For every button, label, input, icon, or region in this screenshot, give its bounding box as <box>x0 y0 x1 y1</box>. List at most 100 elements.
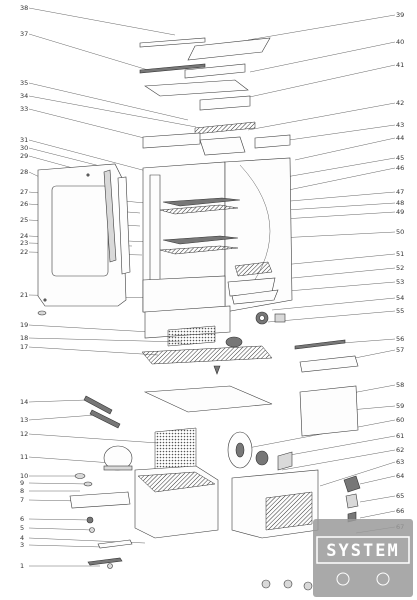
part-label-17: 17 <box>20 343 28 351</box>
part-label-55: 55 <box>396 307 404 315</box>
part-label-18: 18 <box>20 334 28 342</box>
shelf-part-22 <box>159 245 239 255</box>
part-label-44: 44 <box>396 134 404 142</box>
leader-line-37 <box>28 33 149 71</box>
part-label-21: 21 <box>20 291 28 299</box>
leader-line-65 <box>359 495 396 503</box>
glass-part-30 <box>117 176 131 275</box>
motor-part-61 <box>255 450 269 466</box>
leader-line-13 <box>28 414 96 421</box>
part-label-48: 48 <box>396 199 404 207</box>
part-label-19: 19 <box>20 321 28 329</box>
top-plate-part-41 <box>144 79 249 97</box>
part-label-61: 61 <box>396 432 404 440</box>
part-label-25: 25 <box>20 216 28 224</box>
part-label-30: 30 <box>20 144 28 152</box>
light-part-34 <box>194 121 256 135</box>
leader-line-31 <box>28 139 151 173</box>
leader-line-35 <box>28 82 189 121</box>
tube-part-7 <box>69 491 131 509</box>
side-grille <box>137 471 216 493</box>
part-label-29: 29 <box>20 152 28 160</box>
part-label-12: 12 <box>20 430 28 438</box>
panel-part-33 <box>142 132 201 149</box>
part-label-6: 6 <box>20 515 24 523</box>
caster <box>283 579 293 589</box>
leader-line-63 <box>319 461 396 487</box>
bracket-part-55 <box>274 313 286 323</box>
foot-part-1 <box>107 563 113 569</box>
cover-part-53 <box>231 289 279 305</box>
leader-line-12 <box>28 433 159 444</box>
leader-line-30 <box>28 147 109 169</box>
top-plate-part-40 <box>184 63 246 79</box>
logo-gear <box>376 572 390 586</box>
leader-line-17 <box>28 346 159 356</box>
bar-part-13 <box>89 409 121 429</box>
part-label-64: 64 <box>396 472 404 480</box>
leader-line-14 <box>28 399 87 403</box>
part-label-46: 46 <box>396 164 404 172</box>
door-screw <box>86 173 90 177</box>
grille-part-51 <box>234 261 273 277</box>
leader-line-66 <box>359 510 396 519</box>
part-label-59: 59 <box>396 402 404 410</box>
leader-line-56 <box>341 338 396 344</box>
part-number-labels: 3837353433313029282726252423222119181714… <box>20 4 404 570</box>
top-cover-part-38 <box>139 37 206 48</box>
part-label-28: 28 <box>20 168 28 176</box>
part-65 <box>345 493 359 509</box>
part-label-33: 33 <box>20 105 28 113</box>
front-grille <box>265 491 313 531</box>
bar-part-14 <box>83 395 113 415</box>
back-panel-part-21 <box>142 275 226 313</box>
part-label-10: 10 <box>20 472 28 480</box>
part-64 <box>343 475 361 493</box>
rail-part-3 <box>97 539 133 549</box>
leader-line-6 <box>28 518 91 521</box>
side-door-window <box>51 185 109 277</box>
door-screw <box>43 298 47 302</box>
part-label-42: 42 <box>396 99 404 107</box>
shelf-part-27 <box>162 197 241 207</box>
bracket-part-62 <box>277 451 293 471</box>
leader-line-55 <box>267 310 396 323</box>
part-label-22: 22 <box>20 248 28 256</box>
leader-line-41 <box>244 64 396 99</box>
part-label-37: 37 <box>20 30 28 38</box>
part-label-1: 1 <box>20 562 24 570</box>
top-panel-part-39 <box>187 37 271 61</box>
leader-line-52 <box>271 267 396 281</box>
panel-part-43 <box>254 134 291 149</box>
system-logo: SYSTEM <box>313 519 413 597</box>
part-label-65: 65 <box>396 492 404 500</box>
leader-line-39 <box>247 14 396 41</box>
shelf-part-26 <box>159 204 239 215</box>
fan-hub <box>259 315 265 321</box>
part-label-34: 34 <box>20 92 28 100</box>
leader-line-44 <box>294 137 396 161</box>
leader-line-64 <box>359 475 396 485</box>
part-label-52: 52 <box>396 264 404 272</box>
part-label-62: 62 <box>396 446 404 454</box>
leader-line-59 <box>349 405 396 411</box>
logo-text: SYSTEM <box>326 541 399 561</box>
leader-line-58 <box>351 384 396 394</box>
part-label-26: 26 <box>20 200 28 208</box>
part-label-24: 24 <box>20 232 28 240</box>
part-label-41: 41 <box>396 61 404 69</box>
part-label-13: 13 <box>20 416 28 424</box>
leader-line-62 <box>281 449 396 471</box>
part-9 <box>83 481 93 487</box>
top-plate-part-16 <box>143 385 273 413</box>
leader-line-51 <box>271 253 396 267</box>
part-label-43: 43 <box>396 121 404 129</box>
bracket-part-42 <box>199 136 246 156</box>
part-label-51: 51 <box>396 250 404 258</box>
compressor-base <box>103 465 133 471</box>
part-label-31: 31 <box>20 136 28 144</box>
rail-part-1 <box>87 557 123 566</box>
part-6 <box>86 516 94 524</box>
leader-line-43 <box>274 124 396 143</box>
